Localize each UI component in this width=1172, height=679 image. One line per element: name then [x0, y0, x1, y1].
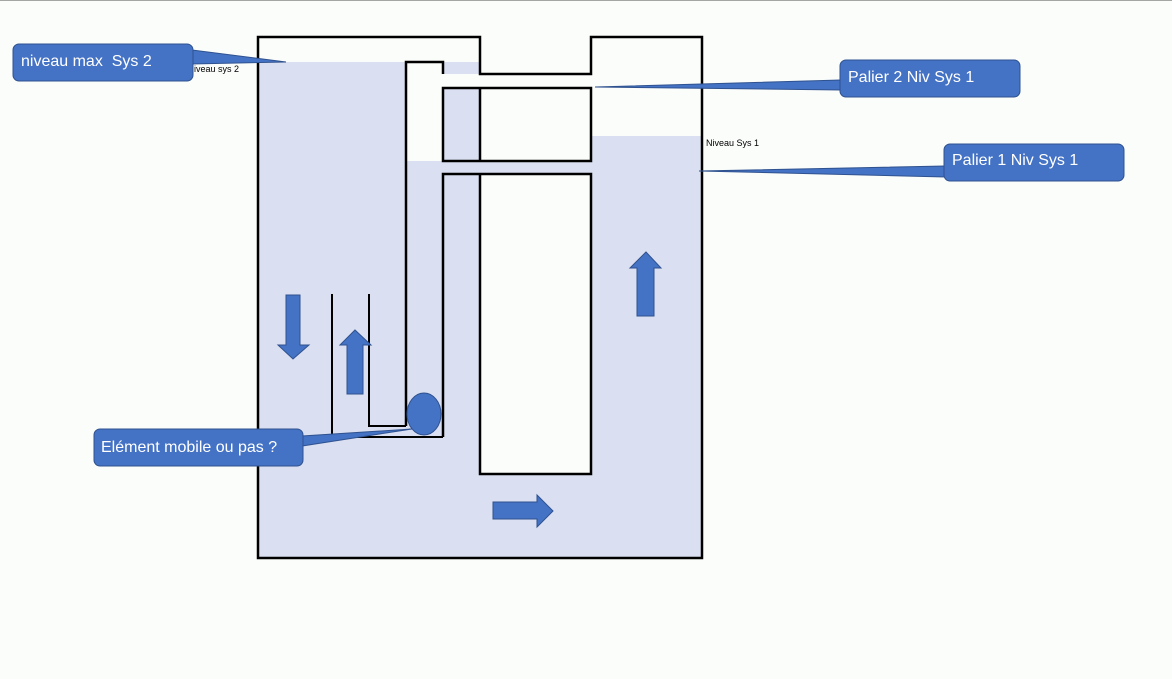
top-border — [0, 0, 1172, 1]
mobile-ball-icon[interactable] — [406, 392, 442, 436]
arrow-up-right-icon — [628, 251, 663, 317]
water-top-channel — [443, 62, 480, 74]
callout-pointer — [698, 165, 946, 178]
callout-niveau-max-sys2[interactable]: niveau max Sys 2 — [12, 43, 287, 82]
callout-label: Elément mobile ou pas ? — [101, 439, 277, 456]
callout-label: niveau max Sys 2 — [21, 53, 152, 70]
callout-pointer — [191, 49, 287, 65]
callout-box — [93, 428, 304, 467]
callout-box — [839, 59, 1021, 98]
callout-element-mobile[interactable]: Elément mobile ou pas ? — [93, 428, 413, 467]
tube-inner-line — [368, 294, 406, 427]
water-upper-column — [443, 88, 480, 161]
arrow-right-icon — [492, 493, 554, 529]
flow-arrows — [276, 251, 663, 529]
callout-box — [943, 143, 1125, 182]
lower-box — [441, 172, 593, 476]
callout-label: Palier 2 Niv Sys 1 — [848, 69, 974, 86]
walls — [256, 35, 704, 560]
water-fills — [259, 62, 702, 558]
water-bottom — [259, 474, 702, 558]
chimney-wall — [404, 60, 445, 426]
niveau-sys-2-label: iveau sys 2 — [194, 64, 239, 74]
callout-pointer — [594, 79, 842, 91]
callout-label: Palier 1 Niv Sys 1 — [952, 152, 1078, 169]
arrow-down-icon — [276, 294, 311, 360]
arrow-up-icon — [338, 329, 373, 395]
callout-palier-2-niv-sys1[interactable]: Palier 2 Niv Sys 1 — [594, 59, 1021, 98]
callout-box — [12, 43, 194, 82]
palier-2-box — [441, 86, 593, 163]
niveau-sys-1-label: Niveau Sys 1 — [706, 138, 759, 148]
callout-palier-1-niv-sys1[interactable]: Palier 1 Niv Sys 1 — [698, 143, 1125, 182]
outer-wall — [256, 35, 704, 560]
